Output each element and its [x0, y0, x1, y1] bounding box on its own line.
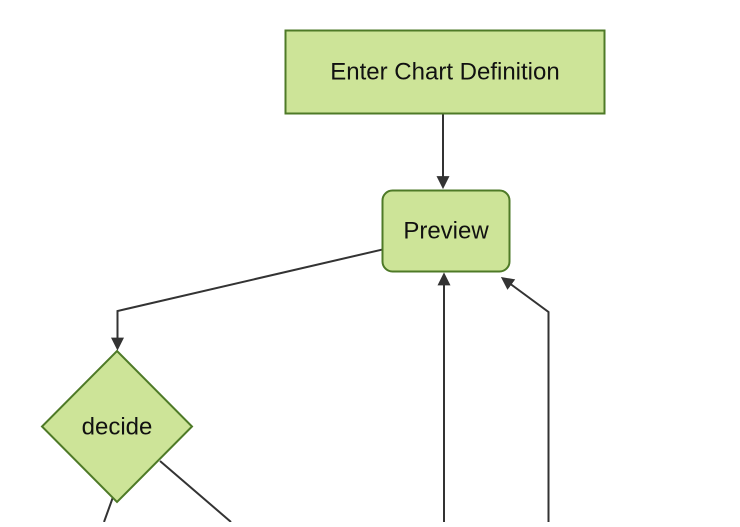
node-preview-shape	[381, 189, 511, 273]
node-enter-chart-definition-label: Enter Chart Definition	[330, 59, 559, 86]
node-enter-chart-definition: Enter Chart Definition	[284, 29, 606, 115]
node-preview-label: Preview	[403, 218, 489, 245]
node-decide-shape	[40, 349, 194, 504]
edge-decide-to-offscreen-bottom-left	[103, 496, 114, 523]
edge-preview-to-decide	[111, 248, 383, 351]
node-layer: Enter Chart Definition Preview decide	[40, 29, 606, 504]
node-decide: decide	[40, 349, 194, 504]
edge-offscreen-bottom-right-to-preview	[500, 276, 550, 522]
node-preview: Preview	[381, 189, 511, 273]
node-enter-chart-definition-shape	[284, 29, 606, 115]
edge-decide-to-offscreen-bottom-right	[159, 460, 232, 523]
edge-layer	[103, 114, 550, 523]
node-decide-label: decide	[82, 414, 153, 441]
